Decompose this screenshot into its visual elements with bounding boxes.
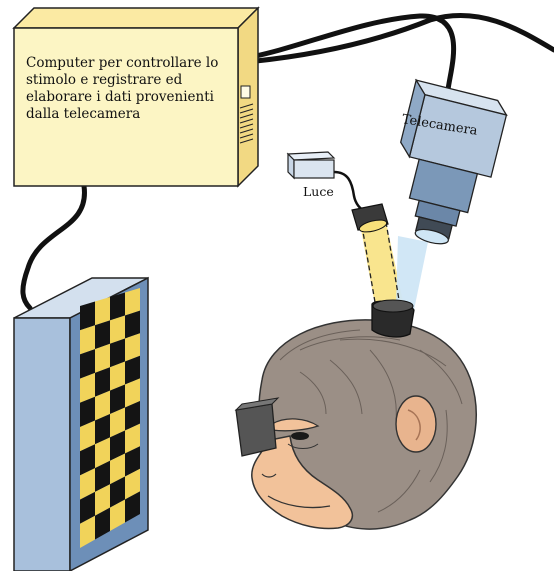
light-label: Luce bbox=[303, 184, 334, 199]
checker-square bbox=[110, 293, 125, 321]
checker-square bbox=[95, 297, 110, 325]
checker-square bbox=[80, 302, 95, 331]
video-camera-icon bbox=[379, 80, 509, 253]
computer-camera-cable bbox=[246, 16, 454, 90]
checkerboard-stimulus-icon bbox=[14, 278, 148, 571]
camera-beam bbox=[396, 236, 428, 310]
monkey-head-icon bbox=[236, 300, 476, 529]
checkerboard-pattern bbox=[80, 288, 140, 548]
computer-label: Computer per controllare lo stimolo e re… bbox=[26, 55, 236, 123]
computer-network-cable bbox=[246, 15, 554, 62]
light-cable bbox=[334, 172, 366, 212]
